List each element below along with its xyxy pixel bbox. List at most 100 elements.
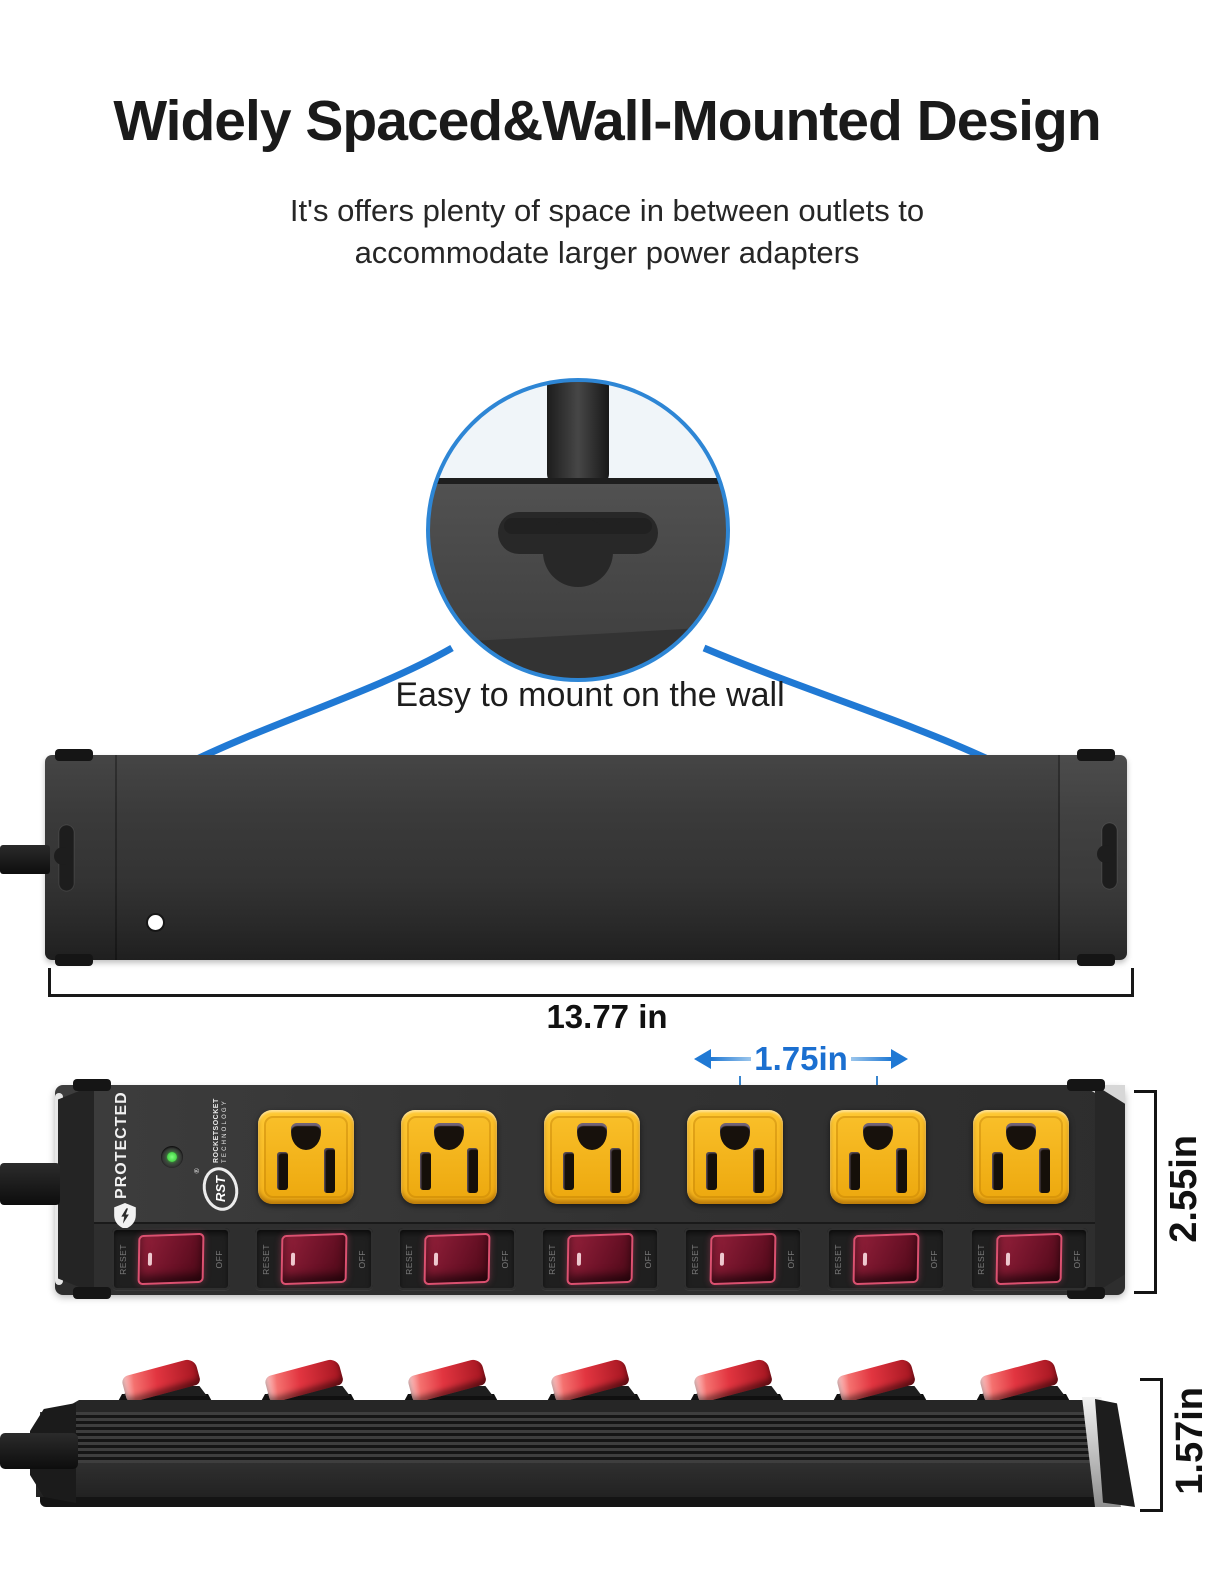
depth-dimension-label: 1.57in xyxy=(1168,1387,1211,1495)
power-outlet xyxy=(544,1110,640,1204)
neutral-slot xyxy=(563,1152,574,1190)
mount-callout-label: Easy to mount on the wall xyxy=(395,676,785,714)
hot-slot xyxy=(467,1148,478,1193)
side-view xyxy=(0,1357,1135,1507)
wall-screw-post xyxy=(547,380,609,484)
off-label: OFF xyxy=(357,1249,367,1269)
reset-label: RESET xyxy=(547,1243,557,1275)
width-dimension-bracket xyxy=(48,968,1134,997)
rocker-switch[interactable] xyxy=(280,1232,348,1286)
brand-line-1: ROCKETSOCKET xyxy=(212,1098,220,1163)
switches-row: RESET OFF RESET OFF RESET OFF RE xyxy=(112,1228,1088,1290)
outlet-spacing-annotation: 1.75in xyxy=(694,1040,908,1077)
rocker-switch[interactable] xyxy=(137,1232,205,1286)
brand-logo: RST ® ROCKETSOCKET TECHNOLOGY xyxy=(193,1098,247,1215)
protected-led-icon xyxy=(161,1146,183,1168)
back-view xyxy=(0,749,1127,966)
end-cap-seam xyxy=(1058,755,1060,960)
side-top-face xyxy=(58,1400,1110,1412)
ground-hole xyxy=(434,1123,464,1150)
power-outlet xyxy=(401,1110,497,1204)
side-bottom-lip xyxy=(40,1497,1116,1507)
outlet-spacing-label: 1.75in xyxy=(754,1040,848,1077)
power-outlet xyxy=(258,1110,354,1204)
outlet-switch[interactable]: RESET OFF xyxy=(255,1228,373,1290)
outlet-switch[interactable]: RESET OFF xyxy=(827,1228,945,1290)
mounting-foot xyxy=(55,749,93,761)
dimension-line xyxy=(850,1057,891,1061)
rocker-switch[interactable] xyxy=(709,1232,777,1286)
hot-slot xyxy=(896,1148,907,1193)
height-dimension-label: 2.55in xyxy=(1162,1135,1205,1243)
end-cap xyxy=(1095,1085,1125,1293)
ground-hole xyxy=(1006,1123,1036,1150)
neutral-slot xyxy=(706,1152,717,1190)
ground-hole xyxy=(577,1123,607,1150)
outlet-switch[interactable]: RESET OFF xyxy=(684,1228,802,1290)
rocker-switch[interactable] xyxy=(995,1232,1063,1286)
hot-slot xyxy=(324,1148,335,1193)
off-label: OFF xyxy=(643,1249,653,1269)
reset-label: RESET xyxy=(261,1243,271,1275)
power-cord xyxy=(0,845,50,874)
depth-dimension-bracket xyxy=(1140,1378,1163,1512)
outlet-switch[interactable]: RESET OFF xyxy=(398,1228,516,1290)
reset-label: RESET xyxy=(118,1243,128,1275)
neutral-slot xyxy=(992,1152,1003,1190)
protected-label: PROTECTED xyxy=(113,1091,130,1199)
ribbed-housing xyxy=(40,1412,1118,1463)
hot-slot xyxy=(1039,1148,1050,1193)
mounting-foot xyxy=(1067,1079,1105,1091)
width-dimension-label: 13.77 in xyxy=(546,998,668,1035)
off-label: OFF xyxy=(786,1249,796,1269)
brand-reg-mark: ® xyxy=(192,1167,201,1174)
power-cord xyxy=(0,1433,78,1469)
off-label: OFF xyxy=(214,1249,224,1269)
hot-slot xyxy=(753,1148,764,1193)
rocker-switch[interactable] xyxy=(566,1232,634,1286)
power-outlet xyxy=(830,1110,926,1204)
brand-abbr: RST xyxy=(212,1176,228,1202)
outlet-switch[interactable]: RESET OFF xyxy=(541,1228,659,1290)
arrow-right-icon xyxy=(891,1049,908,1069)
neutral-slot xyxy=(420,1152,431,1190)
end-cap-seam xyxy=(115,755,117,960)
mounting-foot xyxy=(73,1079,111,1091)
end-cap xyxy=(58,1085,94,1293)
hot-slot xyxy=(610,1148,621,1193)
outlet-switch[interactable]: RESET OFF xyxy=(112,1228,230,1290)
mounting-foot xyxy=(1077,954,1115,966)
reset-label: RESET xyxy=(976,1243,986,1275)
off-label: OFF xyxy=(929,1249,939,1269)
keyhole-slot-icon xyxy=(1097,822,1118,890)
reset-label: RESET xyxy=(404,1243,414,1275)
power-outlet xyxy=(973,1110,1069,1204)
keyhole-slot-icon xyxy=(498,512,658,587)
off-label: OFF xyxy=(1072,1249,1082,1269)
page-subtitle: It's offers plenty of space in between o… xyxy=(0,190,1214,274)
reset-label: RESET xyxy=(690,1243,700,1275)
reset-label: RESET xyxy=(833,1243,843,1275)
rocker-switch[interactable] xyxy=(423,1232,491,1286)
shield-lightning-icon xyxy=(114,1203,136,1229)
dimension-line xyxy=(711,1057,752,1061)
subtitle-line-1: It's offers plenty of space in between o… xyxy=(289,193,925,228)
height-dimension-bracket xyxy=(1134,1090,1157,1294)
mounting-foot xyxy=(1067,1287,1105,1299)
mounting-foot xyxy=(73,1287,111,1299)
mounting-foot xyxy=(55,954,93,966)
screw-hole xyxy=(148,915,163,930)
off-label: OFF xyxy=(500,1249,510,1269)
front-view: PROTECTED RST ® ROCKETSOCKET TECHNOLOGY xyxy=(0,1079,1125,1299)
keyhole-slot-icon xyxy=(54,824,75,892)
ground-hole xyxy=(863,1123,893,1150)
rocker-switch[interactable] xyxy=(852,1232,920,1286)
outlet-switch[interactable]: RESET OFF xyxy=(970,1228,1088,1290)
page-title: Widely Spaced&Wall-Mounted Design xyxy=(113,89,1101,153)
brand-ring-icon: RST ® xyxy=(193,1163,243,1215)
mounting-foot xyxy=(1077,749,1115,761)
neutral-slot xyxy=(277,1152,288,1190)
magnifier-ring xyxy=(426,378,730,682)
brand-line-2: TECHNOLOGY xyxy=(221,1098,228,1163)
